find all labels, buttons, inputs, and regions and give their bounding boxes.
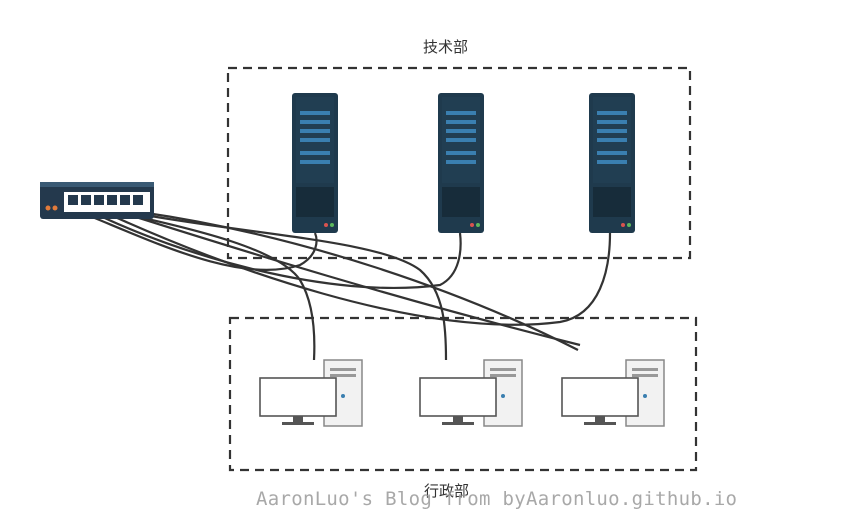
desktop-pc-icon: [561, 359, 665, 427]
cable-to-server-3: [103, 210, 612, 326]
network-switch-icon: [40, 182, 154, 219]
tech-department-label: 技术部: [423, 38, 469, 56]
desktop-pc-icon: [419, 359, 523, 427]
cable-to-pc-1: [115, 210, 316, 361]
server-icon: [292, 93, 338, 233]
network-cables: [79, 210, 612, 361]
desktop-pc-icon: [259, 359, 363, 427]
server-icon: [589, 93, 635, 233]
cable-extra: [119, 210, 581, 347]
cable-to-pc-3: [139, 210, 579, 351]
admin-department-label: 行政部: [424, 482, 470, 500]
watermark: AaronLuo's Blog from byAaronluo.github.i…: [256, 488, 738, 510]
cable-to-server-1: [79, 210, 318, 272]
admin-department-boundary: [228, 316, 698, 472]
server-icon: [438, 93, 484, 233]
tech-department-boundary: [226, 66, 692, 260]
cable-to-pc-2: [127, 210, 448, 361]
